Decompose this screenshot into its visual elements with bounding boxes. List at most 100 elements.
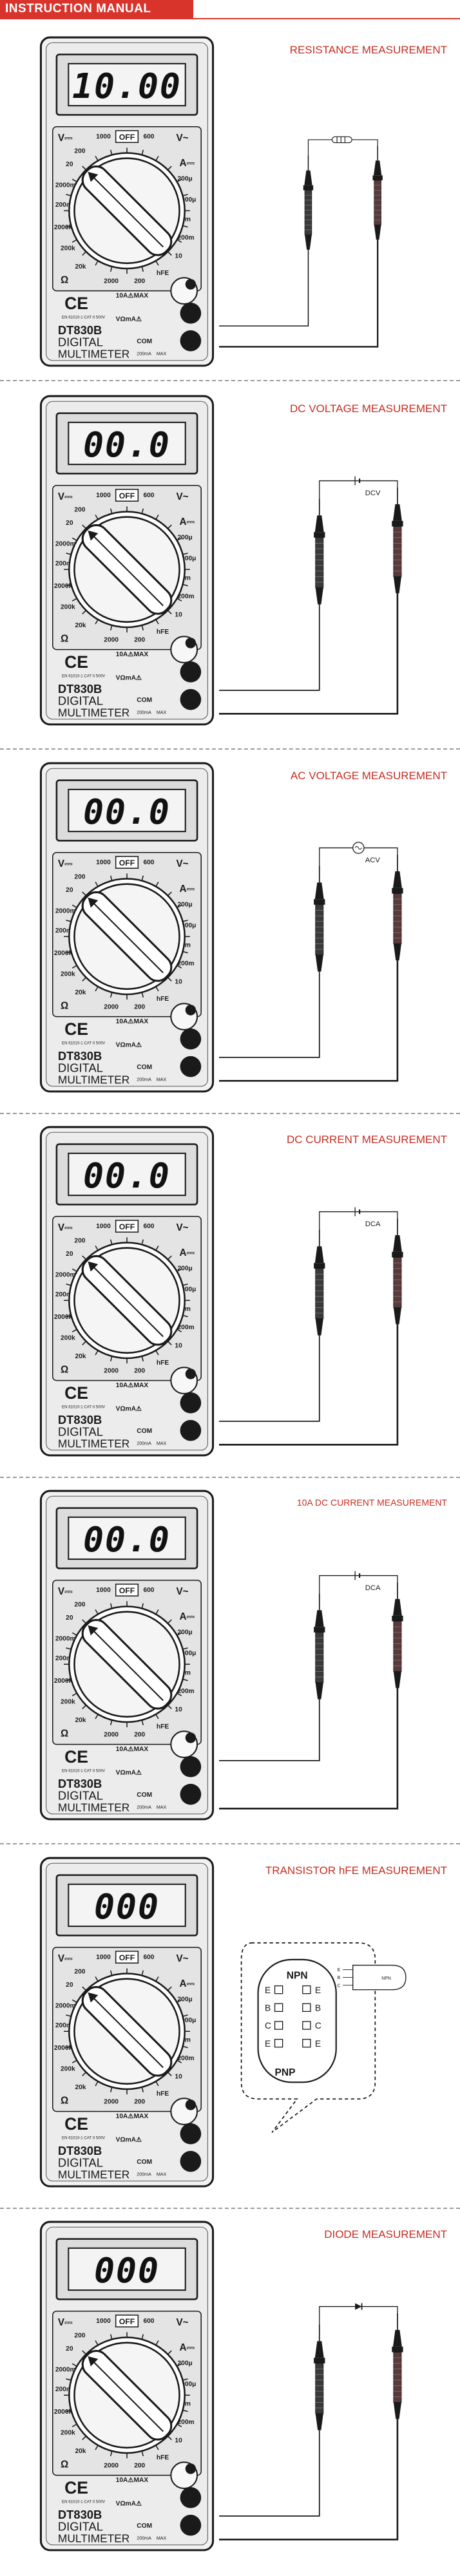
pin-hole: [302, 1985, 311, 1994]
off-position: [115, 2315, 139, 2327]
dial-label-v600: 600: [143, 1223, 154, 1230]
dial-tick: [182, 583, 188, 587]
jack-com[interactable]: [180, 1783, 202, 1805]
dial-label-ohm: Ω: [61, 1728, 68, 1739]
dial-label-dcv: V⎓: [58, 858, 72, 869]
jack-10a[interactable]: [185, 2463, 196, 2474]
pin-hole: [274, 2003, 283, 2012]
dial-label-k20: 20k: [75, 989, 86, 996]
jack-com[interactable]: [180, 688, 202, 710]
dial-tick: [182, 951, 188, 954]
dial-pointer[interactable]: [78, 887, 177, 986]
dial-label-ma2000: 2000μ: [178, 555, 196, 562]
section-divider: [0, 748, 460, 750]
jack-com[interactable]: [180, 1056, 202, 1077]
pin-right-label: E: [315, 2038, 321, 2049]
npn-label: NPN: [287, 1970, 308, 1981]
probe-black: [314, 1229, 325, 1336]
off-position: [115, 130, 139, 143]
dial-tick: [167, 1341, 172, 1346]
jack-vohm[interactable]: [180, 2123, 202, 2145]
jack-10a[interactable]: [185, 1368, 196, 1379]
dial-tick: [167, 251, 172, 256]
cert-text: EN 61010-1 CAT II 500V: [62, 1768, 106, 1773]
dial-pointer[interactable]: [78, 1615, 177, 1714]
model-line1: DIGITAL: [58, 2155, 103, 2169]
dial-label-mv200: 200m: [55, 2022, 72, 2029]
component-label: ACV: [365, 857, 381, 864]
dial-tick: [182, 2045, 188, 2049]
dial-tick: [141, 992, 144, 998]
lcd-reading: 000: [94, 1887, 160, 1927]
jack-vohm[interactable]: [180, 2487, 202, 2508]
circuit-wire: [319, 2306, 398, 2325]
dial-tick: [177, 178, 182, 183]
dial-label-ohm: Ω: [61, 274, 68, 285]
pin-left-label: E: [265, 1985, 271, 1995]
dial-label-u200: 200μ: [178, 1629, 193, 1636]
jack-com[interactable]: [180, 2150, 202, 2172]
dial-label-v200: 200: [74, 1238, 85, 1245]
dial-pointer[interactable]: [78, 162, 177, 260]
jack-vohm[interactable]: [180, 1392, 202, 1414]
dial-label-ma200: 200m: [178, 593, 195, 600]
jack-com[interactable]: [180, 1419, 202, 1441]
dial-pointer[interactable]: [78, 520, 177, 619]
dial-tick: [182, 2014, 188, 2017]
jack-10a[interactable]: [185, 638, 196, 649]
model-name: DT830B: [58, 2144, 102, 2157]
dial-tick: [66, 2409, 72, 2412]
dial-label-acv: V~: [176, 133, 188, 144]
jack-10a[interactable]: [185, 1005, 196, 1016]
ce-mark: CE: [64, 2478, 88, 2497]
dial-label-ma2000: 2000μ: [178, 2017, 196, 2024]
dial-tick: [66, 194, 72, 196]
hfe-label: hFE: [157, 270, 169, 277]
dial-label-ohm: Ω: [61, 2459, 68, 2470]
jack-vohm[interactable]: [180, 303, 202, 324]
warn-200ma: 200mA: [137, 1441, 151, 1446]
jack-com[interactable]: [180, 330, 202, 352]
dial-tick: [82, 524, 87, 529]
dial-tick: [141, 1239, 144, 1245]
jack-com[interactable]: [180, 2514, 202, 2536]
jack-10a[interactable]: [185, 279, 196, 290]
component-label: DCV: [365, 489, 381, 497]
model-line1: DIGITAL: [58, 694, 103, 707]
dial-tick: [82, 1986, 87, 1991]
dial-label-k2: 2000: [104, 636, 119, 643]
dial-tick: [141, 508, 144, 514]
hfe-label: hFE: [157, 1723, 169, 1730]
hfe-label: hFE: [157, 996, 169, 1003]
dial-pointer[interactable]: [78, 1251, 177, 1350]
dial-tick: [66, 920, 72, 922]
dial-pointer[interactable]: [78, 1982, 177, 2081]
probe-black: [314, 866, 325, 972]
dial-label-v20: 20: [66, 1982, 73, 1989]
dial-tick: [110, 1239, 113, 1245]
jack-vohm[interactable]: [180, 1756, 202, 1777]
probe-black: [303, 155, 314, 250]
dial-label-k2: 2000: [104, 1003, 119, 1010]
dial-label-k2: 2000: [104, 2098, 119, 2105]
dial-tick: [72, 2423, 77, 2427]
lcd-reading: 000: [94, 2251, 160, 2291]
dial-label-k2000: 2000k: [54, 2045, 73, 2052]
off-label: OFF: [119, 2317, 135, 2326]
dial-pointer[interactable]: [78, 2346, 177, 2445]
model-line1: DIGITAL: [58, 1788, 103, 1802]
dial-label-mv200: 200m: [55, 1655, 72, 1662]
jack-vohm[interactable]: [180, 661, 202, 683]
dial-label-ohm: Ω: [61, 633, 68, 644]
dial-label-ma2000: 2000μ: [178, 922, 196, 929]
jack-10a[interactable]: [185, 1732, 196, 1743]
pin-right-label: C: [315, 2020, 321, 2031]
off-label: OFF: [119, 1222, 135, 1231]
warn-max: MAX: [157, 1441, 167, 1446]
jack-10a[interactable]: [185, 2099, 196, 2110]
jack-vohm[interactable]: [180, 1028, 202, 1050]
dial-label-v20: 20: [66, 520, 73, 527]
dial-tick: [95, 260, 99, 266]
dial-tick: [155, 986, 159, 992]
